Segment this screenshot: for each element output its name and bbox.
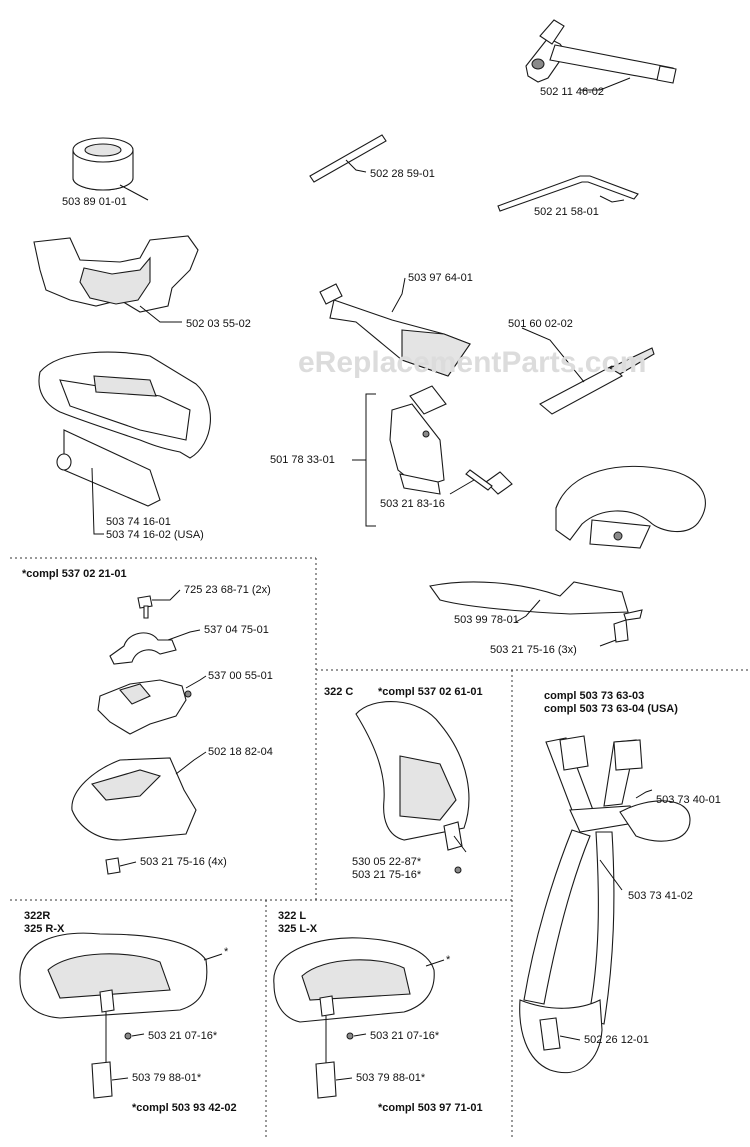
kit3-parts-drawing bbox=[19, 932, 223, 1099]
label-shield-a: 503 74 16-01 bbox=[106, 516, 171, 528]
label-guard-plate: 502 03 55-02 bbox=[186, 318, 251, 330]
kit3-title: *compl 503 93 42-02 bbox=[132, 1102, 237, 1114]
kit2-model: 322 C bbox=[324, 686, 354, 698]
file-drawing bbox=[521, 327, 655, 415]
kit4-model-1: 322 L bbox=[278, 910, 307, 922]
kit2-parts-drawing bbox=[355, 701, 470, 874]
shield-drawing bbox=[38, 351, 211, 535]
label-kit1-clamp: 537 04 75-01 bbox=[204, 624, 269, 636]
kit1-title: *compl 537 02 21-01 bbox=[22, 568, 127, 580]
ring-drawing bbox=[72, 137, 149, 201]
label-kit1-bolt: 725 23 68-71 (2x) bbox=[184, 584, 271, 596]
label-harness-pad: 503 73 41-02 bbox=[628, 890, 693, 902]
grease-tube-drawing bbox=[319, 277, 471, 377]
label-kit2-part-b: 503 21 75-16* bbox=[352, 869, 422, 881]
harness-drawing bbox=[519, 735, 691, 1074]
label-kit4-knife: 503 79 88-01* bbox=[356, 1072, 426, 1084]
harness-title-1: compl 503 73 63-03 bbox=[544, 690, 645, 702]
kit2-title: *compl 537 02 61-01 bbox=[378, 686, 483, 698]
label-handle-bar: 503 99 78-01 bbox=[454, 614, 519, 626]
label-kit3-star: * bbox=[224, 946, 229, 958]
label-handle-screw: 503 21 75-16 (3x) bbox=[490, 644, 577, 656]
label-bracket: 501 78 33-01 bbox=[270, 454, 335, 466]
kit4-parts-drawing bbox=[273, 937, 445, 1099]
label-kit1-holder: 537 00 55-01 bbox=[208, 670, 273, 682]
bracket-assembly-drawing bbox=[352, 385, 513, 527]
label-bracket-screw: 503 21 83-16 bbox=[380, 498, 445, 510]
label-kit1-guard: 502 18 82-04 bbox=[208, 746, 273, 758]
label-kit1-screws: 503 21 75-16 (4x) bbox=[140, 856, 227, 868]
hex-key-drawing bbox=[497, 175, 639, 212]
label-wrench: 502 11 46-02 bbox=[540, 86, 605, 98]
label-harness-hook: 502 26 12-01 bbox=[584, 1034, 649, 1046]
label-shield-b: 503 74 16-02 (USA) bbox=[106, 529, 204, 541]
kit4-title: *compl 503 97 71-01 bbox=[378, 1102, 483, 1114]
kit4-model-2: 325 L-X bbox=[278, 923, 318, 935]
label-file: 501 60 02-02 bbox=[508, 318, 573, 330]
label-kit4-screw: 503 21 07-16* bbox=[370, 1030, 440, 1042]
label-kit3-knife: 503 79 88-01* bbox=[132, 1072, 202, 1084]
combination-wrench-drawing bbox=[525, 19, 677, 91]
watermark-text: eReplacementParts.com bbox=[298, 346, 647, 379]
kit1-parts-drawing bbox=[71, 589, 207, 875]
label-hex-key: 502 21 58-01 bbox=[534, 206, 599, 218]
label-harness-buckle: 503 73 40-01 bbox=[656, 794, 721, 806]
label-kit4-star: * bbox=[446, 954, 451, 966]
label-ring: 503 89 01-01 bbox=[62, 196, 127, 208]
label-pin: 502 28 59-01 bbox=[370, 168, 435, 180]
harness-title-2: compl 503 73 63-04 (USA) bbox=[544, 703, 678, 715]
pin-drawing bbox=[309, 134, 387, 183]
label-kit2-part-a: 530 05 22-87* bbox=[352, 856, 422, 868]
label-grease-tube: 503 97 64-01 bbox=[408, 272, 473, 284]
kit3-model-1: 322R bbox=[24, 910, 51, 922]
section-borders bbox=[10, 557, 748, 1140]
kit3-model-2: 325 R-X bbox=[24, 923, 65, 935]
guard-plate-drawing bbox=[33, 235, 199, 323]
label-kit3-screw: 503 21 07-16* bbox=[148, 1030, 218, 1042]
handle-drawing bbox=[429, 465, 706, 647]
